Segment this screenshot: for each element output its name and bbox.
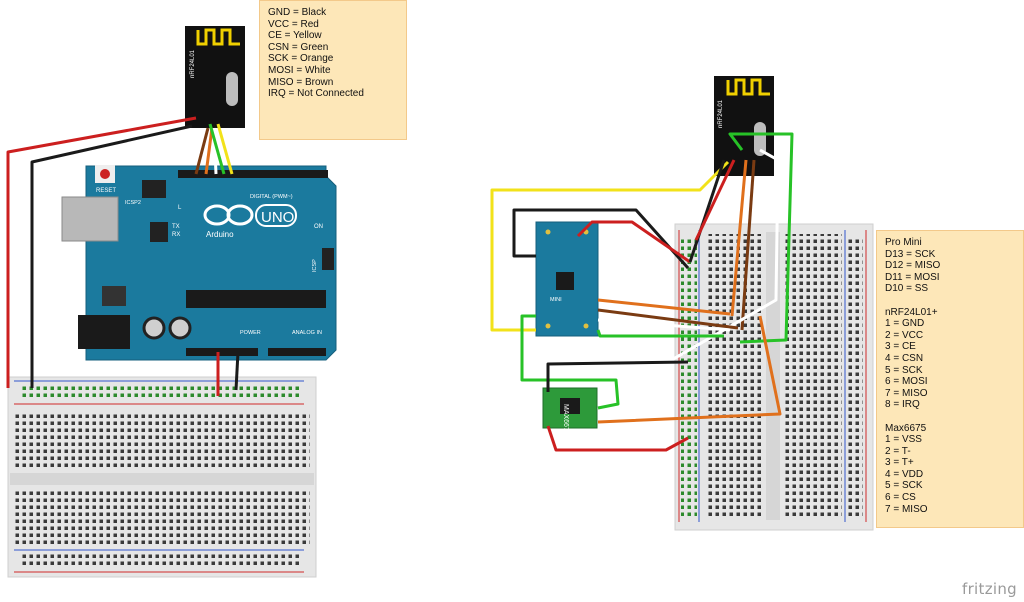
tx-label: TX [172, 224, 180, 230]
pinout-line: 2 = T- [885, 445, 911, 457]
icsp-label: ICSP [312, 259, 318, 272]
arduino-logo-icon [203, 204, 254, 226]
legend-line: CE = Yellow [268, 30, 322, 42]
model-label: UNO [261, 209, 294, 226]
reset-button[interactable] [100, 169, 110, 179]
legend-line: CSN = Green [268, 41, 329, 53]
wires [6, 116, 794, 452]
on-label: ON [314, 224, 323, 230]
icsp2-label: ICSP2 [125, 200, 141, 206]
legend-line: MISO = Brown [268, 76, 334, 88]
pinout-line: Pro Mini [885, 237, 922, 248]
power-label: POWER [240, 330, 261, 336]
pinout-line: 3 = CE [885, 341, 916, 353]
wire-red-vcc-promini [576, 220, 691, 264]
pinout-line: Max6675 [885, 422, 927, 434]
pinout-note: Pro Mini D13 = SCK D12 = MISO D11 = MOSI… [876, 230, 1024, 528]
pinout-line: nRF24L01+ [885, 306, 938, 318]
pinout-line [885, 295, 1015, 307]
power-jack [78, 315, 130, 349]
wire-yellow-ce-left [216, 123, 234, 175]
power-header [186, 348, 258, 356]
pinout-line: 2 = VCC [885, 329, 924, 341]
pinout-line: 1 = VSS [885, 434, 922, 446]
wire-yellow-ce-right [490, 160, 730, 332]
pinout-line: D12 = MISO [885, 260, 941, 272]
pinout-line: D11 = MOSI [885, 271, 940, 283]
arduino-uno-board: RESET ICSP2 DIGITAL (PWM~) L TX RX UNO A… [61, 165, 337, 361]
wire-black-gnd-radio [688, 159, 726, 263]
pinout-line: 5 = SCK [885, 364, 923, 376]
left-breadboard [7, 376, 317, 578]
radio-part-label-right: nRF24L01 [718, 99, 724, 128]
legend-line: GND = Black [268, 7, 327, 18]
wire-green-ss-promini [596, 329, 724, 338]
analog-label: ANALOG IN [292, 330, 322, 336]
pinout-line: D10 = SS [885, 283, 929, 295]
legend-line: IRQ = Not Connected [268, 88, 364, 100]
legend-line: VCC = Red [268, 18, 319, 30]
max6675-module: MAX6675 [542, 387, 598, 435]
promini-label: MINI [550, 297, 562, 303]
nrf24l01-module-right: nRF24L01 [714, 76, 774, 176]
pinout-line: 4 = CSN [885, 352, 924, 364]
wire-green-csn-left [208, 123, 226, 175]
pinout-line: 8 = IRQ [885, 399, 920, 411]
usb-port [61, 196, 119, 242]
wire-orange-sck-thermo [597, 315, 782, 424]
wire-green-csn-radio [728, 132, 794, 344]
pinout-line: 3 = T+ [885, 457, 914, 469]
wire-white-mosi-radio [601, 148, 780, 402]
pinout-line: D13 = SCK [885, 248, 936, 260]
wire-brown-miso-radio [740, 159, 756, 331]
pinout-line: 4 = VDD [885, 468, 924, 480]
fritzing-brand: fritzing [962, 580, 1017, 598]
l-label: L [178, 205, 182, 211]
rx-label: RX [172, 232, 180, 238]
wire-red-vcc-thermo [546, 425, 689, 452]
wire-red-vcc-left [6, 116, 197, 388]
wire-green-cs-thermo [520, 314, 620, 410]
wire-orange-sck-radio [730, 159, 748, 317]
pro-mini-board: MINI [535, 221, 599, 337]
wire-white-mosi-promini [597, 318, 731, 332]
legend-line: SCK = Orange [268, 53, 334, 65]
legend-line: MOSI = White [268, 64, 331, 76]
digital-label: DIGITAL (PWM~) [250, 194, 293, 200]
wire-brown-miso-promini [597, 308, 739, 330]
wire-orange-sck-promini [597, 298, 731, 316]
right-breadboard [674, 223, 874, 531]
wire-brown-miso-left [194, 127, 210, 175]
brand-label: Arduino [206, 230, 234, 239]
wire-black-gnd [234, 351, 240, 391]
pinout-line: 7 = MISO [885, 503, 928, 515]
wire-black-gnd-thermo [546, 360, 689, 392]
wire-black-gnd-promini [512, 208, 690, 270]
pinout-line [885, 411, 1015, 423]
pinout-line: 7 = MISO [885, 387, 928, 399]
reset-label: RESET [96, 188, 116, 194]
nrf24l01-module-left: nRF24L01 [185, 26, 245, 128]
pinout-line: 1 = GND [885, 318, 925, 330]
pinout-line: 5 = SCK [885, 480, 923, 492]
wire-black-gnd-left [30, 124, 193, 388]
pinout-line: 6 = CS [885, 492, 916, 504]
wire-red-vcc-radio [694, 159, 736, 241]
microcontroller-chip [186, 290, 326, 308]
thermo-label: MAX6675 [562, 404, 569, 435]
wire-color-legend-note: GND = Black VCC = Red CE = Yellow CSN = … [259, 0, 407, 140]
analog-header [268, 348, 326, 356]
digital-header [178, 170, 328, 178]
radio-part-label-left: nRF24L01 [190, 49, 196, 78]
pinout-line: 6 = MOSI [885, 376, 928, 388]
wire-orange-sck-left [204, 127, 214, 175]
